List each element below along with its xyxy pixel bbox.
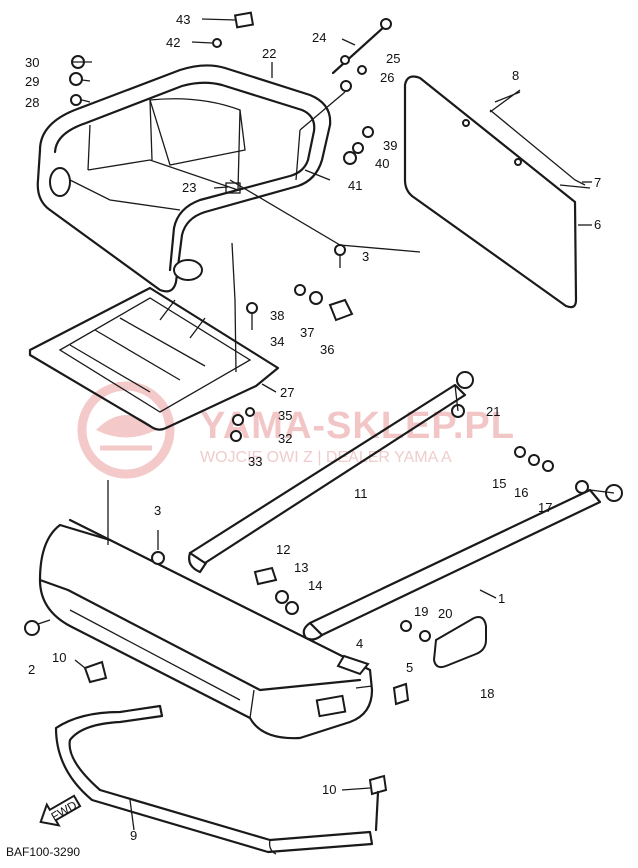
stay-bar-1 [302,480,623,641]
callout-20: 20 [438,606,452,621]
callout-6: 6 [594,217,601,232]
callout-42: 42 [166,35,180,50]
hardware-34-38 [246,284,354,330]
callout-35: 35 [278,408,292,423]
part-2-bolt-icon [24,619,51,636]
callout-27: 27 [280,385,294,400]
leader-lines [72,18,592,831]
part-24-rod-icon [331,24,387,75]
callout-25: 25 [386,51,400,66]
callout-36: 36 [320,342,334,357]
callout-2: 2 [28,662,35,677]
callout-41: 41 [348,178,362,193]
part-39-41-bolts-icon [343,126,374,165]
callout-33: 33 [248,454,262,469]
callout-15: 15 [492,476,506,491]
part-10-upper-bolt-icon [74,659,108,684]
callout-37: 37 [300,325,314,340]
watermark: YAMA-SKLEP.PL WOJCIE OWI Z | DEALER YAMA… [77,381,514,479]
callout-13: 13 [294,560,308,575]
skid-plate [28,286,280,431]
fwd-arrow-icon: FWD [39,794,82,827]
callout-1: 1 [498,591,505,606]
reflector-18 [400,616,487,669]
callout-14: 14 [308,578,322,593]
callout-5: 5 [406,660,413,675]
callout-12: 12 [276,542,290,557]
callout-29: 29 [25,74,39,89]
callout-9: 9 [130,828,137,843]
callout-11: 11 [354,486,368,501]
callout-24: 24 [312,30,326,45]
callout-34: 34 [270,334,284,349]
callout-22: 22 [262,46,276,61]
callout-23: 23 [182,180,196,195]
callout-3-upper: 3 [362,249,369,264]
part-42-nut-icon [212,38,222,48]
license-plate [343,75,591,309]
callout-26: 26 [380,70,394,85]
callout-28: 28 [25,95,39,110]
part-3-upper-bolt-icon [334,244,346,268]
part-29-washer-icon [69,72,83,86]
hardware-32-35 [230,407,255,442]
hardware-4-5 [336,654,410,706]
callout-39: 39 [383,138,397,153]
callout-10-upper: 10 [52,650,66,665]
callout-7: 7 [594,175,601,190]
callout-40: 40 [375,156,389,171]
callout-4: 4 [356,636,363,651]
stay-bar-11 [188,371,474,574]
rear-carrier [36,64,421,373]
part-3-lower-bolt-icon [151,530,165,565]
part-10-lower-bolt-icon [368,774,388,832]
callout-19: 19 [414,604,428,619]
rear-bumper [38,480,374,740]
callout-38: 38 [270,308,284,323]
callout-43: 43 [176,12,190,27]
callout-16: 16 [514,485,528,500]
hardware-12-14 [253,566,299,615]
callouts: 43 42 22 24 25 26 30 29 28 8 39 40 41 7 … [25,12,601,843]
hardware-15-17 [514,446,554,472]
part-43-plate-icon [233,11,255,29]
callout-10-lower: 10 [322,782,336,797]
callout-21: 21 [486,404,500,419]
part-28-nut-icon [70,94,82,106]
lower-guard-9 [54,704,374,855]
callout-3-lower: 3 [154,503,161,518]
callout-32: 32 [278,431,292,446]
watermark-subtitle: WOJCIE OWI Z | DEALER YAMA A [200,449,452,466]
callout-8: 8 [512,68,519,83]
top-hardware [69,11,392,131]
part-25-nut-icon [340,55,350,65]
part-26-washer-icon [340,80,352,92]
callout-17: 17 [538,500,552,515]
callout-30: 30 [25,55,39,70]
callout-18: 18 [480,686,494,701]
diagram-code: BAF100-3290 [6,845,80,859]
